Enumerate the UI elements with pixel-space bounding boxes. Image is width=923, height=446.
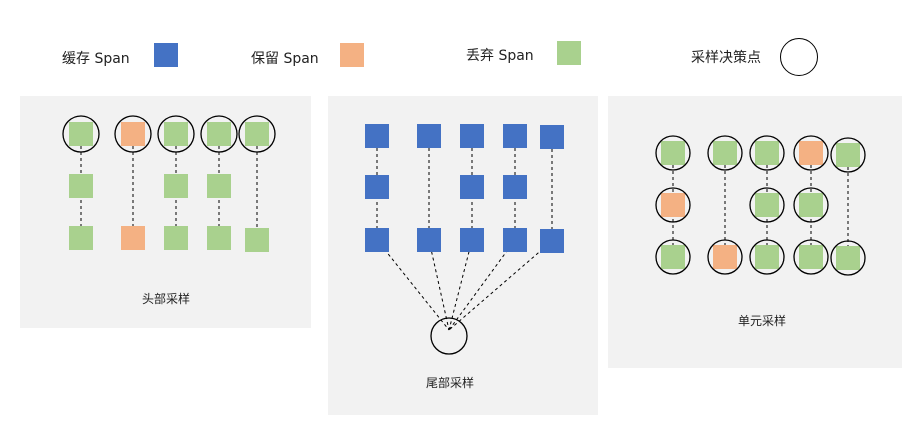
- tail-span-cached: [503, 228, 527, 252]
- unit-decision-circle: [655, 135, 691, 171]
- panel-tail-sampling: [328, 96, 598, 415]
- caption-tail-sampling: 尾部采样: [425, 376, 475, 390]
- unit-span-dropped: [661, 141, 685, 165]
- unit-span-kept: [713, 245, 737, 269]
- unit-span-dropped: [799, 193, 823, 217]
- head-decision-circle: [114, 115, 152, 153]
- tail-span-cached: [540, 229, 564, 253]
- head-span-kept: [121, 226, 145, 250]
- legend-label-kept: 保留 Span: [251, 51, 319, 67]
- unit-decision-circle: [749, 187, 785, 223]
- unit-decision-circle: [830, 240, 866, 276]
- tail-span-cached: [503, 124, 527, 148]
- tail-to-decision-link: [448, 240, 553, 331]
- tail-to-decision-link: [448, 239, 473, 331]
- tail-to-decision-link: [376, 239, 450, 331]
- tail-span-cached: [460, 228, 484, 252]
- head-span-dropped: [207, 226, 231, 250]
- head-span-dropped: [164, 174, 188, 198]
- tail-span-cached: [365, 175, 389, 199]
- head-decision-circle: [157, 115, 195, 153]
- unit-decision-circle: [655, 239, 691, 275]
- legend-label-dropped: 丢弃 Span: [466, 48, 534, 64]
- tail-span-cached: [460, 124, 484, 148]
- unit-decision-circle: [749, 135, 785, 171]
- tail-span-cached: [365, 228, 389, 252]
- tail-span-cached: [365, 124, 389, 148]
- unit-decision-circle: [707, 239, 743, 275]
- unit-span-dropped: [799, 245, 823, 269]
- head-span-dropped: [69, 122, 93, 146]
- legend-swatch-dropped: [557, 41, 581, 65]
- unit-span-dropped: [836, 246, 860, 270]
- head-decision-circle: [200, 115, 238, 153]
- legend-swatch-decision-circle: [780, 38, 818, 76]
- unit-span-dropped: [755, 245, 779, 269]
- unit-decision-circle: [793, 135, 829, 171]
- tail-span-cached: [417, 228, 441, 252]
- caption-head-sampling: 头部采样: [141, 292, 191, 306]
- tail-to-decision-link: [448, 239, 516, 331]
- head-span-dropped: [164, 122, 188, 146]
- legend-label-decision: 采样决策点: [691, 50, 761, 66]
- head-span-dropped: [164, 226, 188, 250]
- unit-span-kept: [661, 193, 685, 217]
- tail-span-cached: [417, 124, 441, 148]
- unit-span-dropped: [713, 141, 737, 165]
- unit-decision-circle: [793, 187, 829, 223]
- unit-span-kept: [799, 141, 823, 165]
- head-span-dropped: [207, 174, 231, 198]
- tail-span-cached: [503, 175, 527, 199]
- unit-decision-circle: [830, 137, 866, 173]
- head-span-kept: [121, 122, 145, 146]
- unit-decision-circle: [707, 135, 743, 171]
- legend-swatch-cached: [154, 43, 178, 67]
- head-decision-circle: [62, 115, 100, 153]
- head-span-dropped: [69, 226, 93, 250]
- head-decision-circle: [238, 115, 276, 153]
- head-span-dropped: [207, 122, 231, 146]
- unit-span-dropped: [661, 245, 685, 269]
- legend-label-cached: 缓存 Span: [62, 51, 130, 67]
- tail-to-decision-link: [428, 239, 450, 331]
- tail-span-cached: [540, 125, 564, 149]
- head-span-dropped: [69, 174, 93, 198]
- unit-decision-circle: [749, 239, 785, 275]
- tail-span-cached: [460, 175, 484, 199]
- tail-decision-circle: [430, 317, 468, 355]
- unit-span-dropped: [755, 193, 779, 217]
- unit-span-dropped: [836, 143, 860, 167]
- legend-swatch-kept: [340, 43, 364, 67]
- unit-span-dropped: [755, 141, 779, 165]
- unit-decision-circle: [655, 187, 691, 223]
- unit-decision-circle: [793, 239, 829, 275]
- head-span-dropped: [245, 228, 269, 252]
- caption-unit-sampling: 单元采样: [737, 314, 787, 328]
- head-span-dropped: [245, 122, 269, 146]
